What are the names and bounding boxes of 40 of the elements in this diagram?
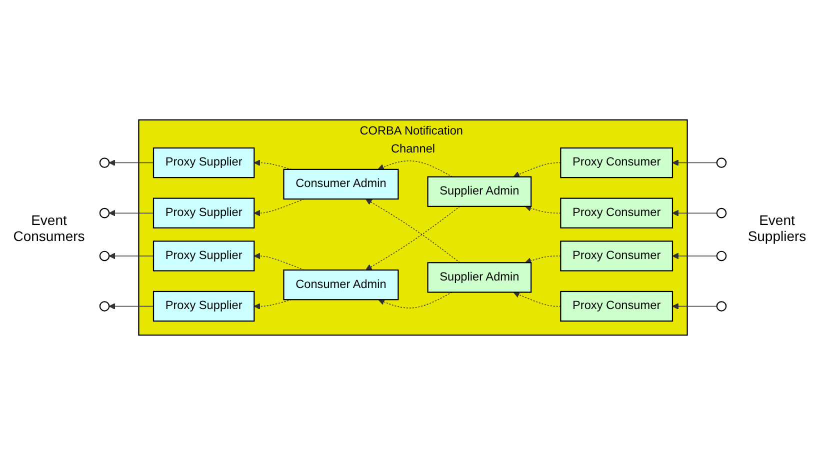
arrow [108,210,154,216]
arrow [108,252,154,260]
arrow [524,256,562,264]
arrow [378,160,453,178]
node-box: Supplier Admin [427,262,532,293]
node-circle [716,250,727,262]
arrow [378,292,452,308]
node-box: Proxy Consumer [560,147,674,178]
node-box: Supplier Admin [427,176,532,207]
node-box: Proxy Supplier [152,240,255,272]
node-circle [99,301,110,312]
arrow [366,206,460,270]
group-label: Event Suppliers [746,212,808,244]
node-box: Proxy Consumer [560,240,674,272]
arrow [513,292,562,307]
arrow [672,252,718,260]
node-box: Proxy Supplier [152,198,255,228]
node-box: Proxy Consumer [560,198,674,228]
node-box: Proxy Supplier [152,147,255,178]
arrow [254,198,304,216]
node-circle [716,301,727,312]
node-circle [99,158,110,168]
arrow [254,252,304,270]
arrow [524,205,562,214]
node-circle [716,208,727,218]
arrow [672,210,718,216]
arrow [513,162,562,178]
arrow [672,160,718,166]
node-circle [99,250,110,262]
node-circle [716,158,727,168]
node-box: Consumer Admin [283,168,399,200]
node-box: Consumer Admin [283,269,399,300]
node-box: Proxy Consumer [560,290,674,322]
group-label: Event Consumers [12,212,86,244]
arrow [108,303,154,310]
arrow [108,160,154,166]
node-box: Proxy Supplier [152,290,255,322]
arrow [366,198,460,263]
node-circle [99,208,110,218]
arrow [672,303,718,310]
